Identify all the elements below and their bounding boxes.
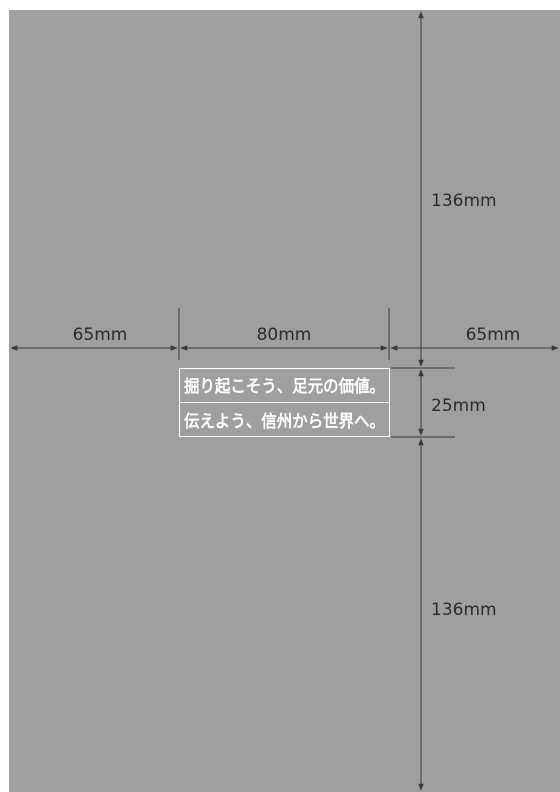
slogan-box: 掘り起こそう、足元の価値。 伝えよう、信州から世界へ。 bbox=[179, 368, 390, 437]
label-left-margin: 65mm bbox=[73, 325, 128, 345]
label-box-height: 25mm bbox=[431, 396, 486, 416]
slogan-box-border bbox=[179, 368, 390, 437]
slogan-line-2: 伝えよう、信州から世界へ。 bbox=[184, 411, 385, 432]
label-bottom-margin: 136mm bbox=[431, 600, 497, 620]
label-top-margin: 136mm bbox=[431, 191, 497, 211]
slogan-line-1: 掘り起こそう、足元の価値。 bbox=[184, 376, 385, 397]
label-right-margin: 65mm bbox=[466, 325, 521, 345]
label-box-width: 80mm bbox=[257, 325, 312, 345]
paper-sheet bbox=[9, 10, 560, 792]
